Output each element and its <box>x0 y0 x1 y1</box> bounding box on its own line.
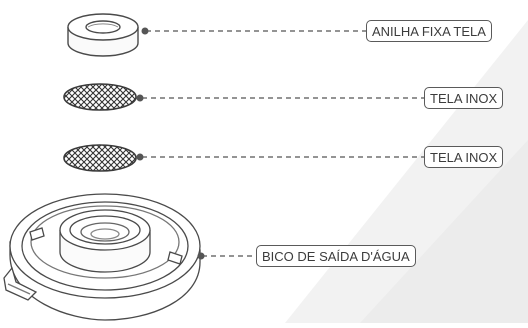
mesh-screen-icon <box>63 144 137 172</box>
anchor-dot <box>136 153 144 161</box>
label-screen-2: TELA INOX <box>424 146 504 168</box>
label-spout: BICO DE SAÍDA D'ÁGUA <box>256 245 416 267</box>
anchor-dot <box>141 27 149 35</box>
washer-ring-icon <box>67 13 139 57</box>
anchor-dot <box>197 252 205 260</box>
watermark-triangle-inner <box>360 140 528 323</box>
anchor-dots <box>136 27 205 260</box>
label-screen-1: TELA INOX <box>424 87 504 109</box>
anchor-dot <box>136 94 144 102</box>
mesh-screen-icon <box>63 83 137 111</box>
label-ring: ANILHA FIXA TELA <box>366 20 492 42</box>
water-spout-base-icon <box>3 193 201 321</box>
leader-lines <box>142 30 424 257</box>
